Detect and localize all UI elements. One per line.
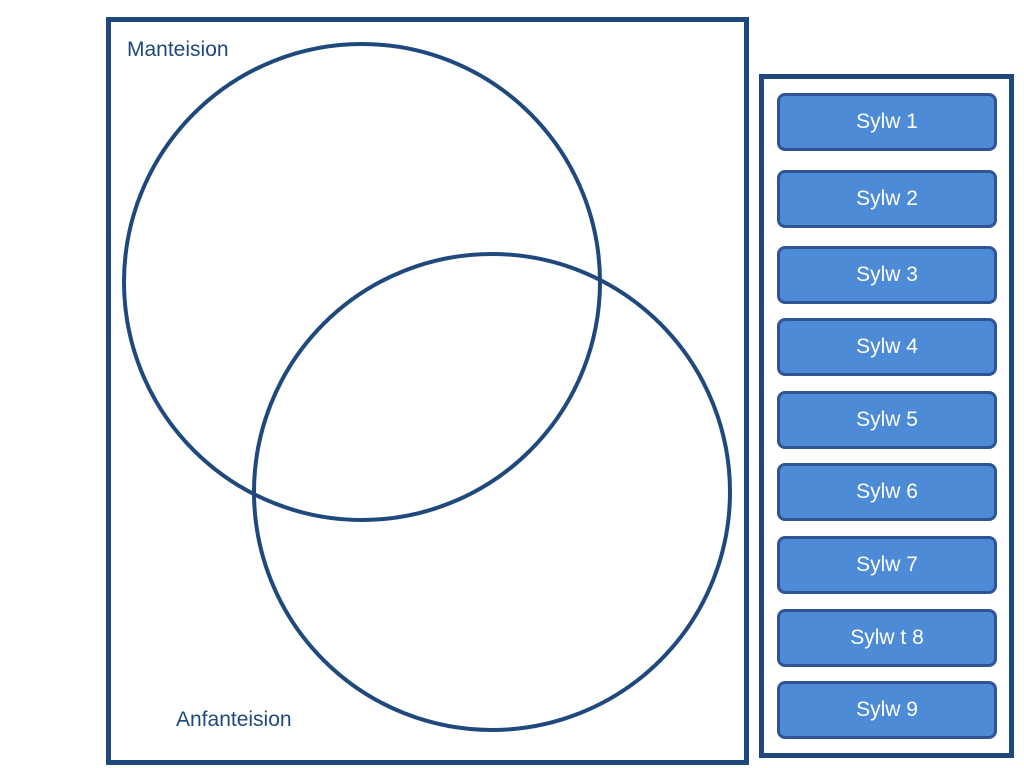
item-tile-1[interactable]: Sylw 1 [777, 93, 997, 151]
item-tile-9[interactable]: Sylw 9 [777, 681, 997, 739]
item-tile-5[interactable]: Sylw 5 [777, 391, 997, 449]
item-tile-7[interactable]: Sylw 7 [777, 536, 997, 594]
item-tile-3[interactable]: Sylw 3 [777, 246, 997, 304]
venn-label-top: Manteision [127, 38, 229, 61]
item-tile-8[interactable]: Sylw t 8 [777, 609, 997, 667]
item-tile-6[interactable]: Sylw 6 [777, 463, 997, 521]
item-tile-4[interactable]: Sylw 4 [777, 318, 997, 376]
venn-panel [106, 17, 749, 765]
item-tile-2[interactable]: Sylw 2 [777, 170, 997, 228]
venn-label-bottom: Anfanteision [176, 708, 292, 731]
